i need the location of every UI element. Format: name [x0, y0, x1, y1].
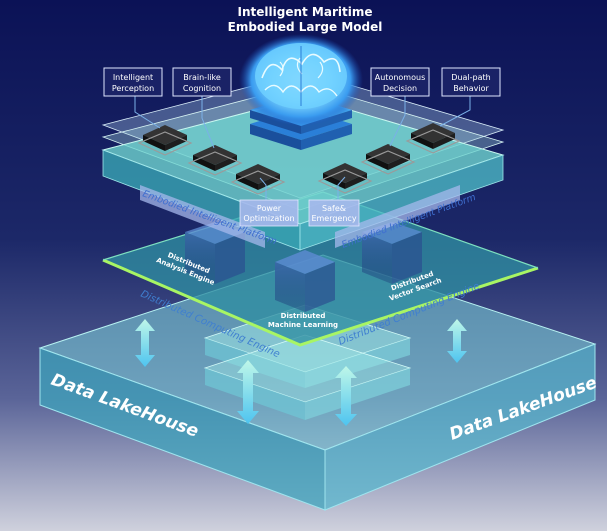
- capability-label-line1: Intelligent: [113, 73, 153, 82]
- chip-icon: [187, 145, 243, 176]
- capability-label-line2: Decision: [383, 84, 417, 93]
- capability-label-line1: Autonomous: [375, 73, 425, 82]
- chip-icon: [137, 125, 193, 156]
- module-label-line2: Optimization: [243, 214, 294, 223]
- chip-icon: [360, 144, 416, 175]
- capability-label-line1: Dual-path: [451, 73, 490, 82]
- brain-icon: [239, 34, 363, 126]
- capability-label-line2: Perception: [112, 84, 154, 93]
- platform-layer: Embodied Intelligent Platform Embodied I…: [101, 34, 505, 251]
- module-safe-emergency: Safe& Emergency: [308, 199, 360, 227]
- module-label-line1: Power: [257, 204, 282, 213]
- chip-icon: [230, 164, 286, 195]
- module-label-line1: Safe&: [322, 204, 346, 213]
- connector-lines: [134, 96, 471, 200]
- double-arrow-icon: [335, 366, 357, 426]
- capability-autonomous-decision: Autonomous Decision: [370, 67, 430, 97]
- capability-label-line1: Brain-like: [183, 73, 221, 82]
- data-flow-arrows: [135, 319, 467, 426]
- engine-label-line1: Distributed: [281, 312, 326, 320]
- title-line2: Embodied Large Model: [228, 20, 383, 34]
- capability-dual-path-behavior: Dual-path Behavior: [441, 67, 501, 97]
- double-arrow-icon: [135, 319, 155, 367]
- capability-label-line2: Cognition: [183, 84, 221, 93]
- engine-column-machine-learning: [275, 250, 335, 312]
- engine-label-machine-learning: Distributed Machine Learning: [268, 312, 338, 329]
- engine-label-line2: Machine Learning: [268, 321, 338, 329]
- double-arrow-icon: [447, 319, 467, 363]
- double-arrow-icon: [237, 360, 259, 424]
- capability-label-line2: Behavior: [453, 84, 489, 93]
- chip-icon: [405, 123, 461, 154]
- title-line1: Intelligent Maritime: [238, 5, 373, 19]
- capability-brain-like-cognition: Brain-like Cognition: [172, 67, 232, 97]
- page-title: Intelligent Maritime Embodied Large Mode…: [228, 5, 383, 34]
- module-label-line2: Emergency: [311, 214, 356, 223]
- capability-intelligent-perception: Intelligent Perception: [103, 67, 163, 97]
- chip-icon: [317, 163, 373, 194]
- module-power-optimization: Power Optimization: [239, 199, 299, 227]
